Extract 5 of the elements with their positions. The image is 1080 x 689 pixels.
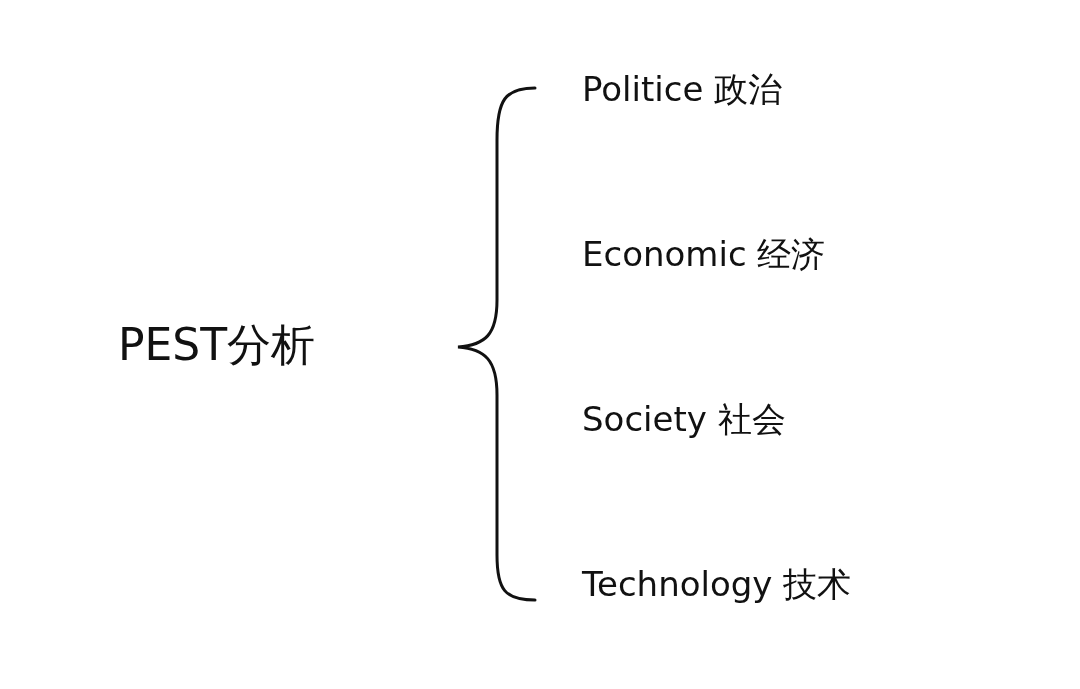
category-label: Economic 经济 <box>582 233 826 276</box>
topic-label: PEST分析 <box>118 317 316 372</box>
category-label: Technology 技术 <box>582 563 852 606</box>
category-label: Society 社会 <box>582 398 786 441</box>
category-label: Politice 政治 <box>582 68 783 111</box>
